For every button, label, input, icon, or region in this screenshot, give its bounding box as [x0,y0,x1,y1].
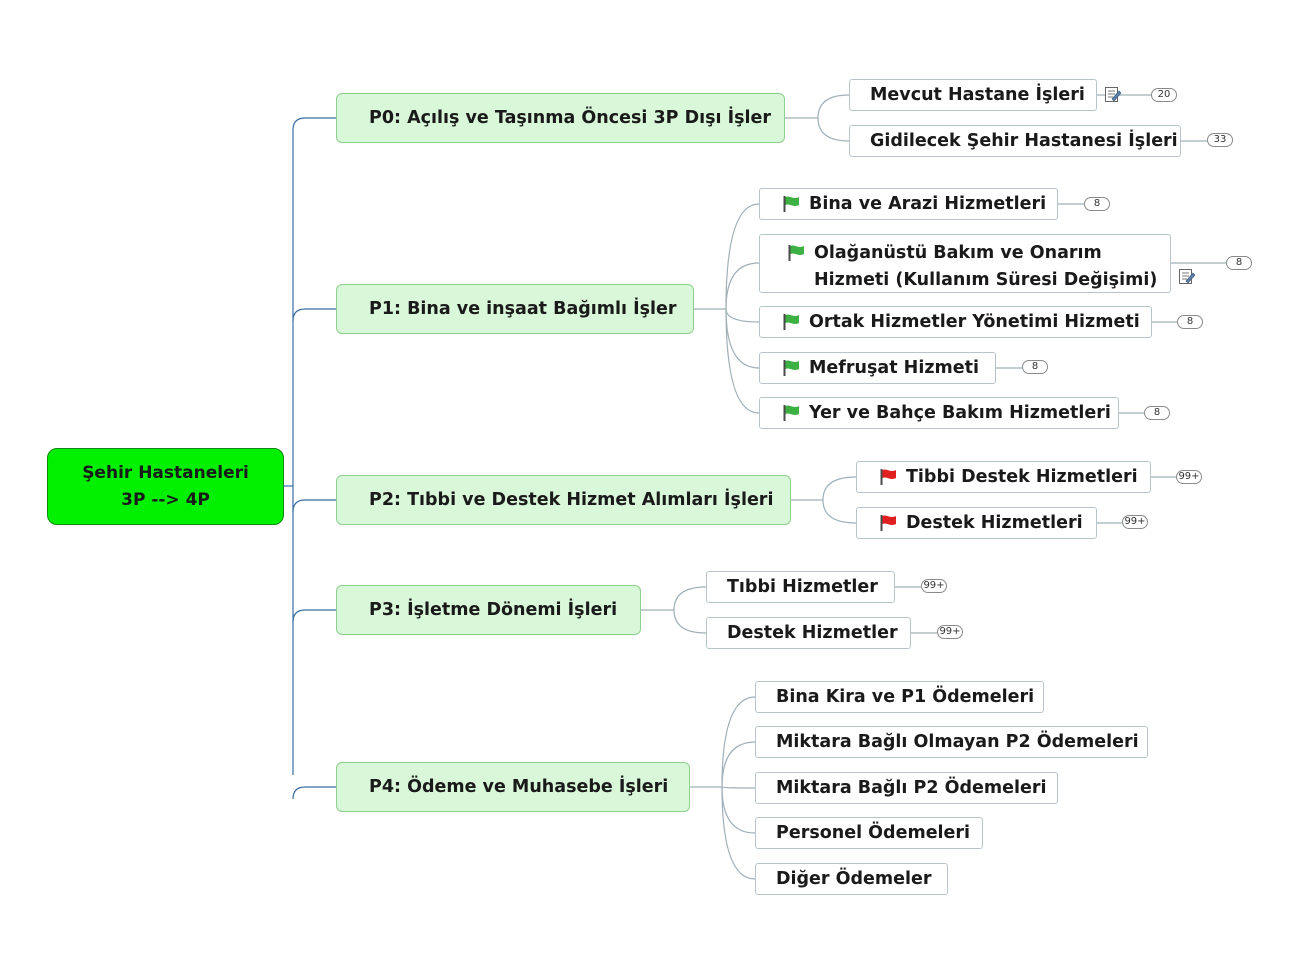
branch-p0-label: P0: Açılış ve Taşınma Öncesi 3P Dışı İşl… [369,108,772,128]
branch-p2-label: P2: Tıbbi ve Destek Hizmet Alımları İşle… [369,490,774,510]
p0-item-gidilecek[interactable]: Gidilecek Şehir Hastanesi İşleri [849,125,1181,157]
p2-item-label: Destek Hizmetleri [906,513,1083,533]
count-badge[interactable]: 99+ [921,579,947,593]
p3-item-tibbi[interactable]: Tıbbi Hizmetler [706,571,895,603]
count-badge[interactable]: 99+ [937,625,963,639]
p1-item-label: Yer ve Bahçe Bakım Hizmetleri [809,403,1111,423]
p1-item-label: Bina ve Arazi Hizmetleri [809,194,1047,214]
p4-item-miktara-bagli[interactable]: Miktara Bağlı P2 Ödemeleri [755,772,1058,804]
count-badge[interactable]: 99+ [1176,470,1202,484]
count-badge[interactable]: 8 [1022,360,1048,374]
p4-item-label: Personel Ödemeleri [776,823,971,843]
branch-p1[interactable]: P1: Bina ve inşaat Bağımlı İşler [336,284,694,334]
note-icon[interactable] [1104,86,1122,104]
p4-item-label: Miktara Bağlı P2 Ödemeleri [776,778,1047,798]
p4-item-personel[interactable]: Personel Ödemeleri [755,817,983,849]
p1-item-label: Mefruşat Hizmeti [809,358,979,378]
p4-item-bina-kira[interactable]: Bina Kira ve P1 Ödemeleri [755,681,1044,713]
p4-item-label: Diğer Ödemeler [776,869,932,889]
flag-icon [783,360,799,376]
branch-p4[interactable]: P4: Ödeme ve Muhasebe İşleri [336,762,690,812]
branch-p4-label: P4: Ödeme ve Muhasebe İşleri [369,777,669,797]
p1-item-label-line1: Olağanüstü Bakım ve Onarım [814,243,1102,263]
p1-item-yer-bahce[interactable]: Yer ve Bahçe Bakım Hizmetleri [759,397,1119,429]
p2-item-destek[interactable]: Destek Hizmetleri [856,507,1097,539]
p4-item-label: Bina Kira ve P1 Ödemeleri [776,687,1035,707]
p3-item-destek[interactable]: Destek Hizmetler [706,617,911,649]
note-icon[interactable] [1178,268,1196,286]
p4-item-miktara-bagli-olmayan[interactable]: Miktara Bağlı Olmayan P2 Ödemeleri [755,726,1148,758]
p4-item-label: Miktara Bağlı Olmayan P2 Ödemeleri [776,732,1139,752]
branch-p2[interactable]: P2: Tıbbi ve Destek Hizmet Alımları İşle… [336,475,791,525]
p1-item-bina-arazi[interactable]: Bina ve Arazi Hizmetleri [759,188,1058,220]
flag-icon [783,196,799,212]
p3-item-label: Destek Hizmetler [727,623,898,643]
flag-icon [783,314,799,330]
branch-p0[interactable]: P0: Açılış ve Taşınma Öncesi 3P Dışı İşl… [336,93,785,143]
branch-p3[interactable]: P3: İşletme Dönemi İşleri [336,585,641,635]
count-badge[interactable]: 8 [1084,197,1110,211]
p0-item-label: Gidilecek Şehir Hastanesi İşleri [870,131,1178,151]
flag-icon [880,515,896,531]
count-badge[interactable]: 8 [1177,315,1203,329]
p0-item-mevcut-hastane[interactable]: Mevcut Hastane İşleri [849,79,1097,111]
flag-icon [783,405,799,421]
p4-item-diger[interactable]: Diğer Ödemeler [755,863,948,895]
branch-p3-label: P3: İşletme Dönemi İşleri [369,600,618,620]
p3-item-label: Tıbbi Hizmetler [727,577,878,597]
p2-item-label: Tibbi Destek Hizmetleri [906,467,1138,487]
branch-p1-label: P1: Bina ve inşaat Bağımlı İşler [369,299,677,319]
count-badge[interactable]: 99+ [1122,515,1148,529]
p1-item-mefrusat[interactable]: Mefruşat Hizmeti [759,352,996,384]
flag-icon [788,245,804,261]
root-topic-line1: Şehir Hastaneleri [82,462,249,483]
count-badge[interactable]: 8 [1226,256,1252,270]
p0-item-label: Mevcut Hastane İşleri [870,85,1085,105]
p1-item-ortak-hizmetler[interactable]: Ortak Hizmetler Yönetimi Hizmeti [759,306,1152,338]
p1-item-label: Ortak Hizmetler Yönetimi Hizmeti [809,312,1140,332]
root-topic[interactable]: Şehir Hastaneleri 3P --> 4P [47,448,284,525]
p2-item-tibbi-destek[interactable]: Tibbi Destek Hizmetleri [856,461,1151,493]
p1-item-olaganustu[interactable]: Olağanüstü Bakım ve Onarım Hizmeti (Kull… [759,234,1171,293]
count-badge[interactable]: 20 [1151,88,1177,102]
root-topic-line2: 3P --> 4P [121,489,210,510]
count-badge[interactable]: 33 [1207,133,1233,147]
count-badge[interactable]: 8 [1144,406,1170,420]
flag-icon [880,469,896,485]
p1-item-label-line2: Hizmeti (Kullanım Süresi Değişimi) [814,270,1158,290]
